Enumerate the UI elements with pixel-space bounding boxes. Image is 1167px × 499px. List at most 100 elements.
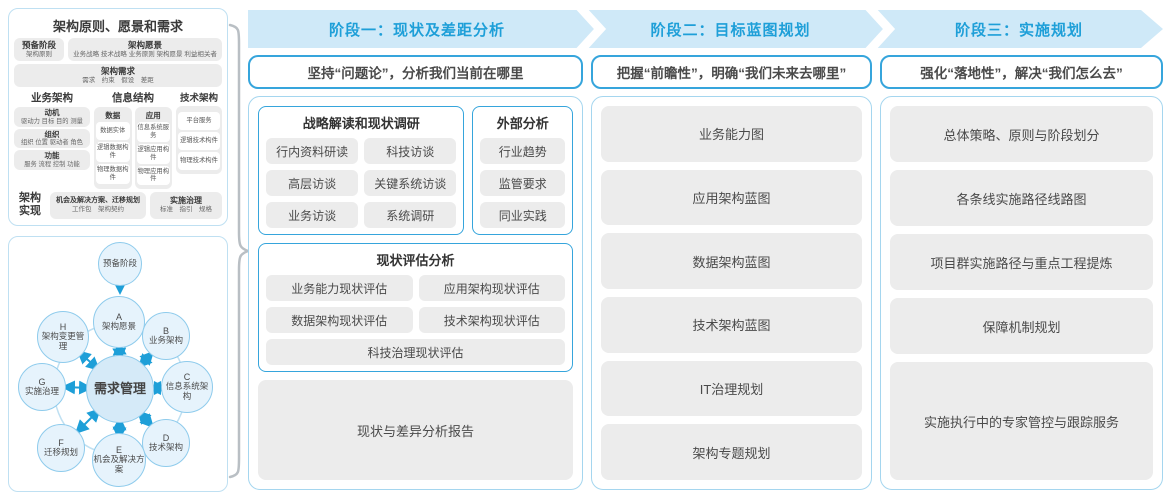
impl-governance-sub: 标准 指引 规格 bbox=[159, 206, 212, 214]
adm-node-a-label: 架构愿景 bbox=[101, 321, 136, 332]
data-item: 逻辑数据构件 bbox=[96, 142, 130, 162]
external-analysis-group: 外部分析 行业趋势 监管要求 同业实践 bbox=[472, 106, 573, 235]
phase2-subtitle: 把握“前瞻性”，明确“我们未来去哪里” bbox=[591, 55, 872, 89]
assessment-group: 现状评估分析 业务能力现状评估 应用架构现状评估 数据架构现状评估 技术架构现状… bbox=[258, 243, 573, 372]
adm-node-g-letter: G bbox=[38, 376, 46, 387]
phase3-item: 项目群实施路径与重点工程提炼 bbox=[890, 234, 1153, 291]
technology-item: 物理技术构件 bbox=[178, 152, 220, 171]
adm-node-d-letter: D bbox=[162, 432, 170, 443]
adm-cycle-panel: 预备阶段 A 架构愿景 B 业务架构 C 信息系统架构 D 技术架构 E 机会及… bbox=[8, 236, 228, 492]
external-analysis-title: 外部分析 bbox=[496, 116, 549, 131]
implementation-governance-box: 实施治理 标准 指引 规格 bbox=[149, 192, 222, 219]
application-item: 物理应用构件 bbox=[136, 165, 170, 186]
business-architecture-column: 业务架构 动机 驱动力 目标 目的 测量 组织 组织 位置 驱动者 角色 功能 … bbox=[14, 90, 90, 189]
adm-node-b-letter: B bbox=[162, 325, 169, 336]
phase-header-band: 阶段一：现状及差距分析 阶段二：目标蓝图规划 阶段三：实施规划 bbox=[248, 10, 1163, 48]
adm-cycle-diagram: 预备阶段 A 架构愿景 B 业务架构 C 信息系统架构 D 技术架构 E 机会及… bbox=[9, 237, 227, 491]
adm-node-h-letter: H bbox=[59, 322, 67, 333]
adm-node-g: G 实施治理 bbox=[18, 363, 66, 411]
motivation-box: 动机 驱动力 目标 目的 测量 bbox=[14, 107, 90, 127]
assessment-item: 技术架构现状评估 bbox=[418, 307, 565, 333]
research-item: 高层访谈 bbox=[266, 170, 359, 196]
motivation-sub: 驱动力 目标 目的 测量 bbox=[21, 117, 83, 125]
assessment-item: 业务能力现状评估 bbox=[266, 275, 413, 301]
data-item: 数据实体 bbox=[96, 122, 130, 141]
phase1-column: 坚持“问题论”，分析我们当前在哪里 战略解读和现状调研 行内资料研读 科技访谈 … bbox=[248, 55, 583, 490]
prep-sub: 架构原则 bbox=[26, 50, 52, 58]
external-item: 行业趋势 bbox=[480, 138, 565, 164]
external-item: 同业实践 bbox=[480, 202, 565, 228]
function-title: 功能 bbox=[44, 151, 60, 161]
requirements-box: 架构需求 需求 约束 假设 差距 bbox=[14, 64, 222, 88]
adm-node-h: H 架构变更管理 bbox=[37, 311, 89, 363]
adm-node-b: B 业务架构 bbox=[142, 312, 190, 360]
organization-box: 组织 组织 位置 驱动者 角色 bbox=[14, 128, 90, 149]
phase2-item: 业务能力图 bbox=[601, 106, 862, 162]
phases-area: 阶段一：现状及差距分析 阶段二：目标蓝图规划 阶段三：实施规划 坚持“问题论”，… bbox=[248, 10, 1163, 490]
adm-node-c-letter: C bbox=[183, 372, 191, 383]
adm-node-d-label: 技术架构 bbox=[148, 442, 183, 453]
data-item: 物理数据构件 bbox=[96, 163, 130, 184]
adm-node-f-label: 迁移规划 bbox=[43, 447, 78, 458]
prep-title: 预备阶段 bbox=[21, 40, 56, 50]
phase3-header: 阶段三：实施规划 bbox=[954, 21, 1083, 39]
phase3-body: 总体策略、原则与阶段划分 各条线实施路径线路图 项目群实施路径与重点工程提炼 保… bbox=[880, 96, 1163, 490]
adm-node-g-label: 实施治理 bbox=[24, 386, 59, 397]
technology-architecture-title: 技术架构 bbox=[179, 93, 218, 105]
requirements-title: 架构需求 bbox=[100, 66, 135, 77]
phase3-item: 保障机制规划 bbox=[890, 298, 1153, 355]
vision-title: 架构愿景 bbox=[127, 40, 162, 50]
adm-node-f-letter: F bbox=[58, 437, 64, 448]
motivation-title: 动机 bbox=[44, 108, 60, 118]
information-structure-title: 信息结构 bbox=[112, 92, 154, 105]
phase3-item: 总体策略、原则与阶段划分 bbox=[890, 106, 1153, 163]
phase1-header: 阶段一：现状及差距分析 bbox=[328, 21, 505, 39]
technology-item: 逻辑技术构件 bbox=[178, 132, 220, 151]
organization-title: 组织 bbox=[44, 129, 60, 139]
architecture-realization-label: 架构实现 bbox=[19, 192, 41, 218]
opportunities-sub: 工作包 架构契约 bbox=[71, 205, 124, 213]
phase2-header: 阶段二：目标蓝图规划 bbox=[650, 21, 811, 39]
phase2-item: 架构专题规划 bbox=[601, 424, 862, 481]
research-item: 系统调研 bbox=[364, 202, 457, 228]
application-subcolumn: 应用 信息系统服务 逻辑应用构件 物理应用构件 bbox=[134, 107, 172, 190]
adm-prep-label: 预备阶段 bbox=[102, 258, 137, 269]
phase3-column: 强化“落地性”，解决“我们怎么去” 总体策略、原则与阶段划分 各条线实施路径线路… bbox=[880, 55, 1163, 490]
application-title: 应用 bbox=[145, 111, 161, 121]
function-box: 功能 服务 流程 控制 功能 bbox=[14, 150, 90, 170]
external-item: 监管要求 bbox=[480, 170, 565, 196]
adm-node-e: E 机会及解决方案 bbox=[92, 433, 146, 487]
function-sub: 服务 流程 控制 功能 bbox=[24, 160, 80, 168]
vision-box: 架构愿景 业务战略 技术战略 业务原则 架构愿景 利益相关者 bbox=[68, 38, 222, 62]
prep-phase-box: 预备阶段 架构原则 bbox=[14, 38, 64, 62]
adm-node-e-letter: E bbox=[115, 445, 122, 456]
phase1-subtitle: 坚持“问题论”，分析我们当前在哪里 bbox=[248, 55, 583, 89]
information-structure-column: 信息结构 数据 数据实体 逻辑数据构件 物理数据构件 应用 信息系统服务 逻辑应… bbox=[94, 90, 172, 190]
data-title: 数据 bbox=[105, 111, 121, 121]
research-item: 科技访谈 bbox=[364, 138, 457, 164]
adm-node-f: F 迁移规划 bbox=[37, 424, 85, 472]
technology-subcolumn: 平台服务 逻辑技术构件 物理技术构件 bbox=[176, 106, 222, 175]
adm-node-b-label: 业务架构 bbox=[148, 335, 183, 346]
adm-center-label: 需求管理 bbox=[93, 380, 146, 396]
phase2-item: 数据架构蓝图 bbox=[601, 233, 862, 290]
adm-prep-node: 预备阶段 bbox=[98, 242, 142, 286]
phase2-item: 应用架构蓝图 bbox=[601, 169, 862, 226]
technology-item: 平台服务 bbox=[178, 112, 220, 131]
assessment-title: 现状评估分析 bbox=[376, 253, 455, 268]
application-item: 逻辑应用构件 bbox=[136, 143, 170, 164]
phase3-item: 各条线实施路径线路图 bbox=[890, 170, 1153, 227]
business-architecture-title: 业务架构 bbox=[31, 92, 73, 105]
phase2-body: 业务能力图 应用架构蓝图 数据架构蓝图 技术架构蓝图 IT治理规划 架构专题规划 bbox=[591, 96, 872, 490]
phase2-column: 把握“前瞻性”，明确“我们未来去哪里” 业务能力图 应用架构蓝图 数据架构蓝图 … bbox=[591, 55, 872, 490]
model-title: 架构原则、愿景和需求 bbox=[52, 19, 183, 34]
opportunities-migration-box: 机会及解决方案、迁移规划 工作包 架构契约 bbox=[50, 192, 146, 219]
opportunities-title: 机会及解决方案、迁移规划 bbox=[55, 196, 140, 204]
assessment-item: 科技治理现状评估 bbox=[266, 339, 565, 365]
phase1-body: 战略解读和现状调研 行内资料研读 科技访谈 高层访谈 关键系统访谈 业务访谈 系… bbox=[248, 96, 583, 490]
chevron-separators bbox=[248, 10, 1163, 48]
strategy-research-title: 战略解读和现状调研 bbox=[302, 116, 420, 131]
requirements-sub: 需求 约束 假设 差距 bbox=[82, 76, 154, 84]
adm-node-a-letter: A bbox=[115, 311, 122, 322]
research-item: 业务访谈 bbox=[266, 202, 359, 228]
